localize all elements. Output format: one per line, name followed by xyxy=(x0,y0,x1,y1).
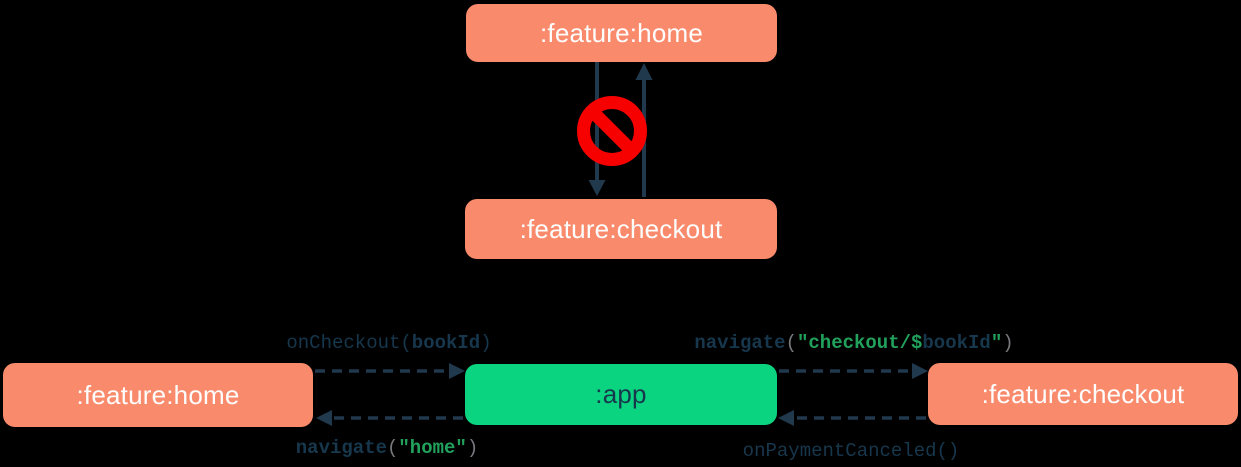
code-segment: navigate xyxy=(295,437,387,459)
navigate-home-code-label: navigate("home") xyxy=(296,436,478,460)
bottom-feature-checkout-label: :feature:checkout xyxy=(981,378,1185,409)
top-feature-checkout-label: :feature:checkout xyxy=(519,213,723,244)
bottom-feature-checkout-box: :feature:checkout xyxy=(928,363,1238,425)
arrow-home-to-app xyxy=(315,363,465,379)
arrow-checkout-to-app xyxy=(778,410,926,426)
top-feature-home-box: :feature:home xyxy=(466,4,777,62)
code-segment: bookId xyxy=(411,332,481,354)
arrow-home-to-checkout xyxy=(588,62,606,196)
on-payment-canceled-code-label: onPaymentCanceled() xyxy=(743,439,960,463)
arrowhead-down-icon xyxy=(588,180,606,196)
bottom-feature-home-label: :feature:home xyxy=(76,379,240,410)
bottom-app-label: :app xyxy=(595,379,647,409)
code-segment: ) xyxy=(466,437,479,459)
bottom-feature-home-box: :feature:home xyxy=(3,363,313,427)
top-feature-checkout-box: :feature:checkout xyxy=(465,199,777,259)
code-segment: navigate xyxy=(694,332,786,354)
arrow-app-to-checkout xyxy=(779,363,928,379)
on-checkout-code-label: onCheckout(bookId) xyxy=(286,331,491,355)
code-segment: " xyxy=(990,332,1003,354)
arrow-checkout-to-home xyxy=(635,63,653,197)
arrowhead-left-icon xyxy=(778,410,794,426)
code-segment: onCheckout( xyxy=(286,332,412,354)
no-entry-icon xyxy=(577,96,647,166)
code-segment: ) xyxy=(1002,332,1014,354)
code-segment: ( xyxy=(785,332,797,354)
code-segment: ) xyxy=(480,332,492,354)
arrow-app-to-home xyxy=(316,410,463,426)
code-segment: bookId xyxy=(922,332,991,354)
arrowhead-right-icon xyxy=(912,363,928,379)
code-segment: onPaymentCanceled() xyxy=(742,440,960,462)
arrowhead-up-icon xyxy=(635,63,653,80)
navigate-checkout-code-label: navigate("checkout/$bookId") xyxy=(694,331,1013,355)
bottom-app-box: :app xyxy=(465,364,777,425)
code-segment: ( xyxy=(386,437,399,459)
arrowhead-left-icon xyxy=(316,410,332,426)
code-segment: "checkout/$ xyxy=(796,332,923,354)
arrowhead-right-icon xyxy=(449,363,465,379)
top-feature-home-label: :feature:home xyxy=(539,17,704,48)
code-segment: "home" xyxy=(398,437,467,459)
